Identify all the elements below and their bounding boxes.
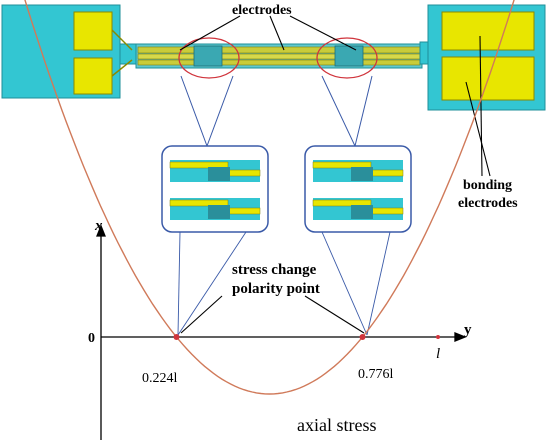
end-tick-label: l [436, 346, 440, 362]
label-axial-stress: axial stress [297, 415, 376, 435]
mems-device [1, 4, 546, 111]
point-label-1: 0.224l [142, 371, 178, 386]
detail-circle-left [178, 37, 240, 79]
left-pad-bottom [73, 57, 113, 95]
label-polarity-1: stress change [232, 262, 317, 278]
label-bonding-1: bonding [463, 178, 512, 193]
beam-joint-right [334, 45, 364, 67]
left-trace [111, 29, 133, 51]
point-label-2: 0.776l [358, 367, 394, 382]
axial-stress-curve [24, 0, 515, 395]
zoom-callout-right [304, 75, 412, 233]
beam-mid-electrode [137, 53, 421, 60]
left-trace-2 [111, 59, 133, 77]
zero-crossing-marker-2 [359, 334, 366, 340]
zero-crossing-marker-1 [173, 334, 180, 340]
origin-label: 0 [88, 331, 95, 346]
beam-joint-left [193, 45, 223, 67]
left-pad-top [73, 11, 113, 51]
label-bonding-2: electrodes [458, 196, 518, 211]
label-electrodes: electrodes [232, 3, 292, 18]
y-axis-name: x [94, 218, 103, 234]
detail-circle-right [316, 37, 378, 79]
callout-leaders [177, 231, 391, 336]
axes [96, 224, 467, 440]
label-polarity-2: polarity point [232, 281, 320, 297]
end-marker [436, 335, 440, 339]
label-leaders [179, 15, 491, 334]
zoom-callout-left [161, 75, 269, 233]
x-axis-name: y [464, 322, 472, 338]
right-pad-top [441, 11, 535, 51]
